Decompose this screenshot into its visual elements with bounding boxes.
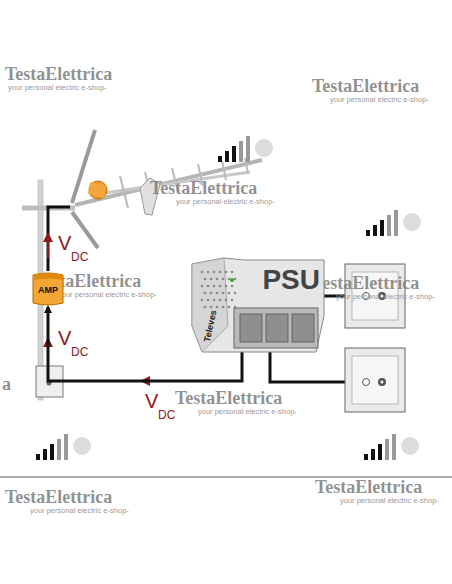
- wall-outlet: [345, 348, 405, 412]
- voltage-label: V: [58, 327, 71, 350]
- watermark-tagline: your personal electric e-shop-: [340, 496, 439, 505]
- voltage-label: DC: [71, 345, 88, 359]
- voltage-label: V: [145, 390, 158, 413]
- watermark: TestaElettrica: [5, 64, 112, 85]
- power-supply-unit: PSUTeleves: [188, 256, 328, 354]
- up-arrow: [43, 232, 53, 242]
- watermark-tagline: your personal electric e-shop-: [58, 290, 157, 299]
- watermark-tagline: your personal electric e-shop-: [30, 506, 129, 515]
- watermark-tagline: your personal electric e-shop-: [176, 197, 275, 206]
- voltage-label: V: [58, 232, 71, 255]
- voltage-label: DC: [158, 408, 175, 422]
- watermark-tagline: your personal electric e-shop-: [330, 95, 429, 104]
- watermark: TestaElettrica: [150, 178, 257, 199]
- watermark: a: [2, 374, 11, 395]
- psu-label: PSU: [262, 264, 320, 296]
- voltage-label: DC: [71, 250, 88, 264]
- watermark: TestaElettrica: [312, 273, 419, 294]
- watermark-tagline: your personal electric e-shop-: [336, 292, 435, 301]
- antenna: [22, 130, 262, 248]
- watermark: TestaElettrica: [315, 477, 422, 498]
- watermark: TestaElettrica: [312, 76, 419, 97]
- watermark: TestaElettrica: [175, 388, 282, 409]
- watermark: TestaElettrica: [5, 487, 112, 508]
- amp-label: AMP: [38, 285, 58, 295]
- watermark-tagline: your personal electric e-shop-: [8, 83, 107, 92]
- watermark-tagline: your personal electric e-shop-: [198, 407, 297, 416]
- amplifier-box: AMP: [30, 271, 66, 307]
